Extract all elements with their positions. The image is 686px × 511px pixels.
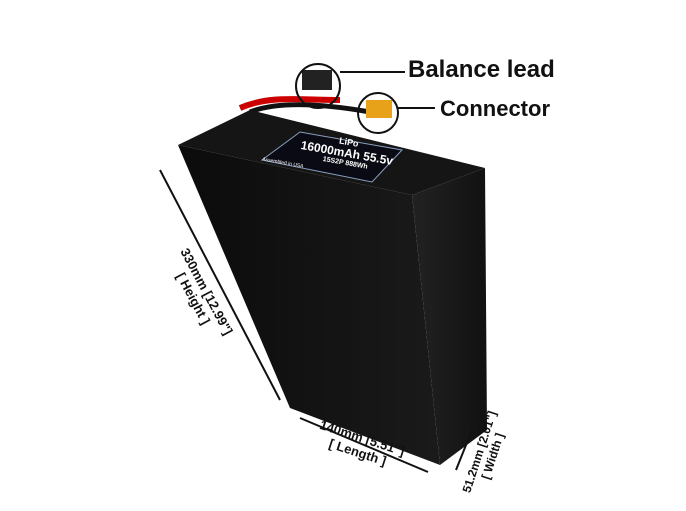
balance-lead-circle <box>295 63 341 109</box>
connector-circle <box>357 92 399 134</box>
battery-side-face <box>412 168 487 465</box>
balance-lead-callout: Balance lead <box>408 56 555 83</box>
xt-connector <box>366 100 392 118</box>
connector-callout: Connector <box>440 96 550 121</box>
red-wire <box>238 96 341 111</box>
battery-front-face <box>178 145 440 465</box>
battery-label <box>260 131 403 183</box>
balance-lead-plug <box>302 70 332 90</box>
